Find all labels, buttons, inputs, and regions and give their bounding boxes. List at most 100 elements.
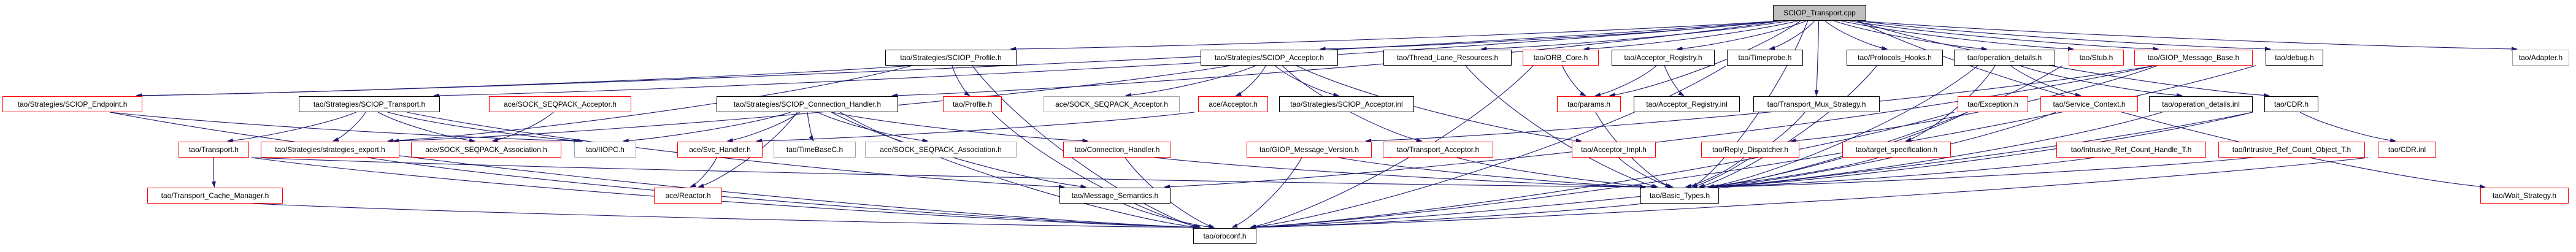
include-edge-intrusive_object-to-basic_types — [1712, 157, 2253, 189]
include-edge-operation_details_h-to-operation_details_inl — [2019, 65, 2183, 97]
include-edge-root-to-sciop_profile — [1010, 20, 1782, 52]
include-edge-root-to-cdr_h — [1856, 20, 2270, 97]
include-edge-transport_mux-to-basic_types — [1691, 112, 1805, 188]
include-edge-sciop_conn_handler-to-reactor — [698, 112, 798, 188]
graph-node-transport_cache[interactable]: tao/Transport_Cache_Manager.h — [147, 188, 283, 204]
include-edge-root-to-debug — [1856, 20, 2271, 52]
include-edge-basic_types-to-orbconf — [1250, 203, 1643, 230]
graph-node-sciop_acceptor_h[interactable]: tao/Strategies/SCIOP_Acceptor.h — [1201, 50, 1338, 66]
graph-node-cdr_h[interactable]: tao/CDR.h — [2264, 96, 2318, 112]
include-edge-sciop_endpoint-to-iiopc — [109, 112, 580, 143]
include-edge-transport_h-to-transport_cache — [211, 157, 216, 188]
graph-node-exception[interactable]: tao/Exception.h — [1958, 96, 2028, 112]
graph-node-reactor[interactable]: ace/Reactor.h — [654, 188, 722, 204]
include-edge-exception-to-orbconf — [1250, 112, 1955, 229]
include-edge-connection_handler-to-orbconf — [1125, 157, 1215, 228]
graph-node-basic_types[interactable]: tao/Basic_Types.h — [1640, 188, 1719, 204]
graph-node-protocols_hooks[interactable]: tao/Protocols_Hooks.h — [1847, 50, 1943, 66]
include-edge-root-to-protocols_hooks — [1824, 20, 1888, 50]
include-edge-root-to-thread_lane — [1480, 20, 1790, 52]
graph-node-orbconf[interactable]: tao/orbconf.h — [1193, 228, 1256, 244]
graph-node-giop_message_version[interactable]: tao/GIOP_Message_Version.h — [1247, 142, 1372, 158]
graph-node-intrusive_object[interactable]: tao/Intrusive_Ref_Count_Object_T.h — [2218, 142, 2365, 158]
include-edge-cdr_h-to-cdr_inl — [2299, 112, 2397, 143]
include-edge-cdr_h-to-orbconf — [1250, 112, 2253, 230]
include-edge-intrusive_handle-to-basic_types — [1712, 157, 2095, 189]
include-edge-strategies_export-to-orbconf — [367, 157, 1199, 230]
graph-node-ace_ssp_acceptor_gray[interactable]: ace/SOCK_SEQPACK_Acceptor.h — [1044, 96, 1180, 112]
graph-node-sciop_profile[interactable]: tao/Strategies/SCIOP_Profile.h — [885, 50, 1017, 66]
graph-node-svc_handler[interactable]: ace/Svc_Handler.h — [677, 142, 763, 158]
include-edge-service_context-to-basic_types — [1712, 112, 2056, 189]
graph-node-connection_handler[interactable]: tao/Connection_Handler.h — [1063, 142, 1171, 158]
include-edge-sciop_transport_h-to-ace_ssp_assoc_red — [377, 112, 475, 143]
include-edge-sciop_conn_handler-to-timebasec — [807, 112, 814, 142]
graph-node-orb_core[interactable]: tao/ORB_Core.h — [1523, 50, 1599, 66]
graph-node-adapter[interactable]: tao/Adapter.h — [2512, 50, 2569, 66]
include-edge-root-to-sciop_transport_h — [433, 20, 1782, 98]
graph-node-giop_message_base[interactable]: tao/GIOP_Message_Base.h — [2134, 50, 2253, 66]
graph-node-stub[interactable]: tao/Stub.h — [2069, 50, 2124, 66]
include-edge-root-to-sciop_acceptor_h — [1319, 20, 1782, 52]
include-edge-sciop_acceptor_h-to-sciop_acceptor_inl — [1274, 65, 1340, 97]
include-edge-root-to-adapter — [1856, 20, 2518, 52]
graph-node-ace_ssp_assoc_gray[interactable]: ace/SOCK_SEQPACK_Association.h — [865, 142, 1017, 158]
graph-node-sciop_transport_h[interactable]: tao/Strategies/SCIOP_Transport.h — [299, 96, 440, 112]
include-edge-orb_core-to-orbconf — [1250, 65, 1534, 229]
graph-node-ace_ssp_assoc_red[interactable]: ace/SOCK_SEQPACK_Association.h — [411, 142, 561, 158]
graph-node-root[interactable]: SCIOP_Transport.cpp — [1773, 5, 1866, 21]
include-edge-sciop_conn_handler-to-svc_handler — [726, 112, 800, 143]
include-edge-sciop_acceptor_h-to-ace_acceptor — [1235, 65, 1266, 96]
graph-node-acceptor_registry_inl[interactable]: tao/Acceptor_Registry.inl — [1634, 96, 1740, 112]
graph-node-acceptor_impl[interactable]: tao/Acceptor_Impl.h — [1572, 142, 1656, 158]
graph-node-cdr_inl[interactable]: tao/CDR.inl — [2378, 142, 2436, 158]
graph-node-timeprobe[interactable]: tao/Timeprobe.h — [1727, 50, 1803, 66]
include-edge-operation_details_h-to-basic_types — [1708, 65, 1978, 188]
include-edge-ace_ssp_acceptor_red-to-ace_ssp_assoc_red — [491, 112, 554, 142]
graph-node-profile_h[interactable]: tao/Profile.h — [943, 96, 1002, 112]
include-edge-sciop_acceptor_h-to-ace_ssp_acceptor_gray — [1125, 65, 1256, 97]
graph-node-sciop_acceptor_inl[interactable]: tao/Strategies/SCIOP_Acceptor.inl — [1279, 96, 1414, 112]
graph-node-thread_lane[interactable]: tao/Thread_Lane_Resources.h — [1383, 50, 1512, 66]
include-edge-operation_details_inl-to-basic_types — [1712, 112, 2163, 189]
graph-node-debug[interactable]: tao/debug.h — [2266, 50, 2323, 66]
graph-node-service_context[interactable]: tao/Service_Context.h — [2040, 96, 2138, 112]
include-edge-sciop_transport_h-to-strategies_export — [332, 112, 366, 142]
include-edge-root-to-operation_details_h — [1833, 20, 1988, 51]
graph-node-transport_acceptor[interactable]: tao/Transport_Acceptor.h — [1383, 142, 1493, 158]
graph-node-timebasec[interactable]: tao/TimeBaseC.h — [774, 142, 856, 158]
include-edge-root-to-giop_message_base — [1848, 20, 2159, 52]
graph-node-wait_strategy[interactable]: tao/Wait_Strategy.h — [2480, 188, 2569, 204]
include-edge-ace_acceptor-to-svc_handler — [756, 112, 1195, 143]
graph-node-acceptor_registry[interactable]: tao/Acceptor_Registry.h — [1612, 50, 1715, 66]
include-edge-root-to-orb_core — [1583, 20, 1799, 52]
graph-node-ace_acceptor[interactable]: ace/Acceptor.h — [1198, 96, 1268, 112]
graph-node-operation_details_h[interactable]: tao/operation_details.h — [1954, 50, 2055, 66]
include-edge-exception-to-basic_types — [1707, 112, 1967, 189]
include-edge-sciop_profile-to-profile_h — [952, 65, 971, 96]
graph-node-iiopc[interactable]: tao/IIOPC.h — [574, 142, 636, 158]
include-edge-operation_details_h-to-service_context — [2010, 65, 2082, 97]
include-edge-sciop_profile-to-strategies_export — [387, 65, 913, 143]
include-edge-reply_dispatcher-to-basic_types — [1685, 157, 1745, 188]
include-edge-giop_message_version-to-orbconf — [1231, 157, 1302, 228]
include-edge-sciop_transport_h-to-transport_h — [226, 112, 356, 143]
graph-node-intrusive_handle[interactable]: tao/Intrusive_Ref_Count_Handle_T.h — [2056, 142, 2206, 158]
include-edge-acceptor_registry-to-acceptor_registry_inl — [1664, 65, 1685, 96]
graph-node-sciop_conn_handler[interactable]: tao/Strategies/SCIOP_Connection_Handler.… — [717, 96, 898, 112]
graph-node-ace_ssp_acceptor_red[interactable]: ace/SOCK_SEQPACK_Acceptor.h — [489, 96, 631, 112]
include-edge-cdr_h-to-basic_types — [1712, 112, 2253, 189]
graph-node-message_semantics[interactable]: tao/Message_Semantics.h — [1059, 188, 1171, 204]
graph-node-transport_h[interactable]: tao/Transport.h — [179, 142, 249, 158]
graph-node-strategies_export[interactable]: tao/Strategies/strategies_export.h — [261, 142, 399, 158]
graph-node-reply_dispatcher[interactable]: tao/Reply_Dispatcher.h — [1701, 142, 1799, 158]
include-edge-sciop_profile-to-sciop_endpoint — [136, 65, 913, 98]
graph-node-operation_details_inl[interactable]: tao/operation_details.inl — [2149, 96, 2253, 112]
graph-node-sciop_endpoint[interactable]: tao/Strategies/SCIOP_Endpoint.h — [2, 96, 142, 112]
graph-node-transport_mux[interactable]: tao/Transport_Mux_Strategy.h — [1753, 96, 1880, 112]
graph-node-params[interactable]: tao/params.h — [1557, 96, 1621, 112]
include-edge-sciop_transport_h-to-iiopc — [387, 112, 584, 143]
include-edge-connection_handler-to-basic_types — [1154, 157, 1646, 189]
graph-node-target_specification[interactable]: tao/target_specification.h — [1842, 142, 1951, 158]
